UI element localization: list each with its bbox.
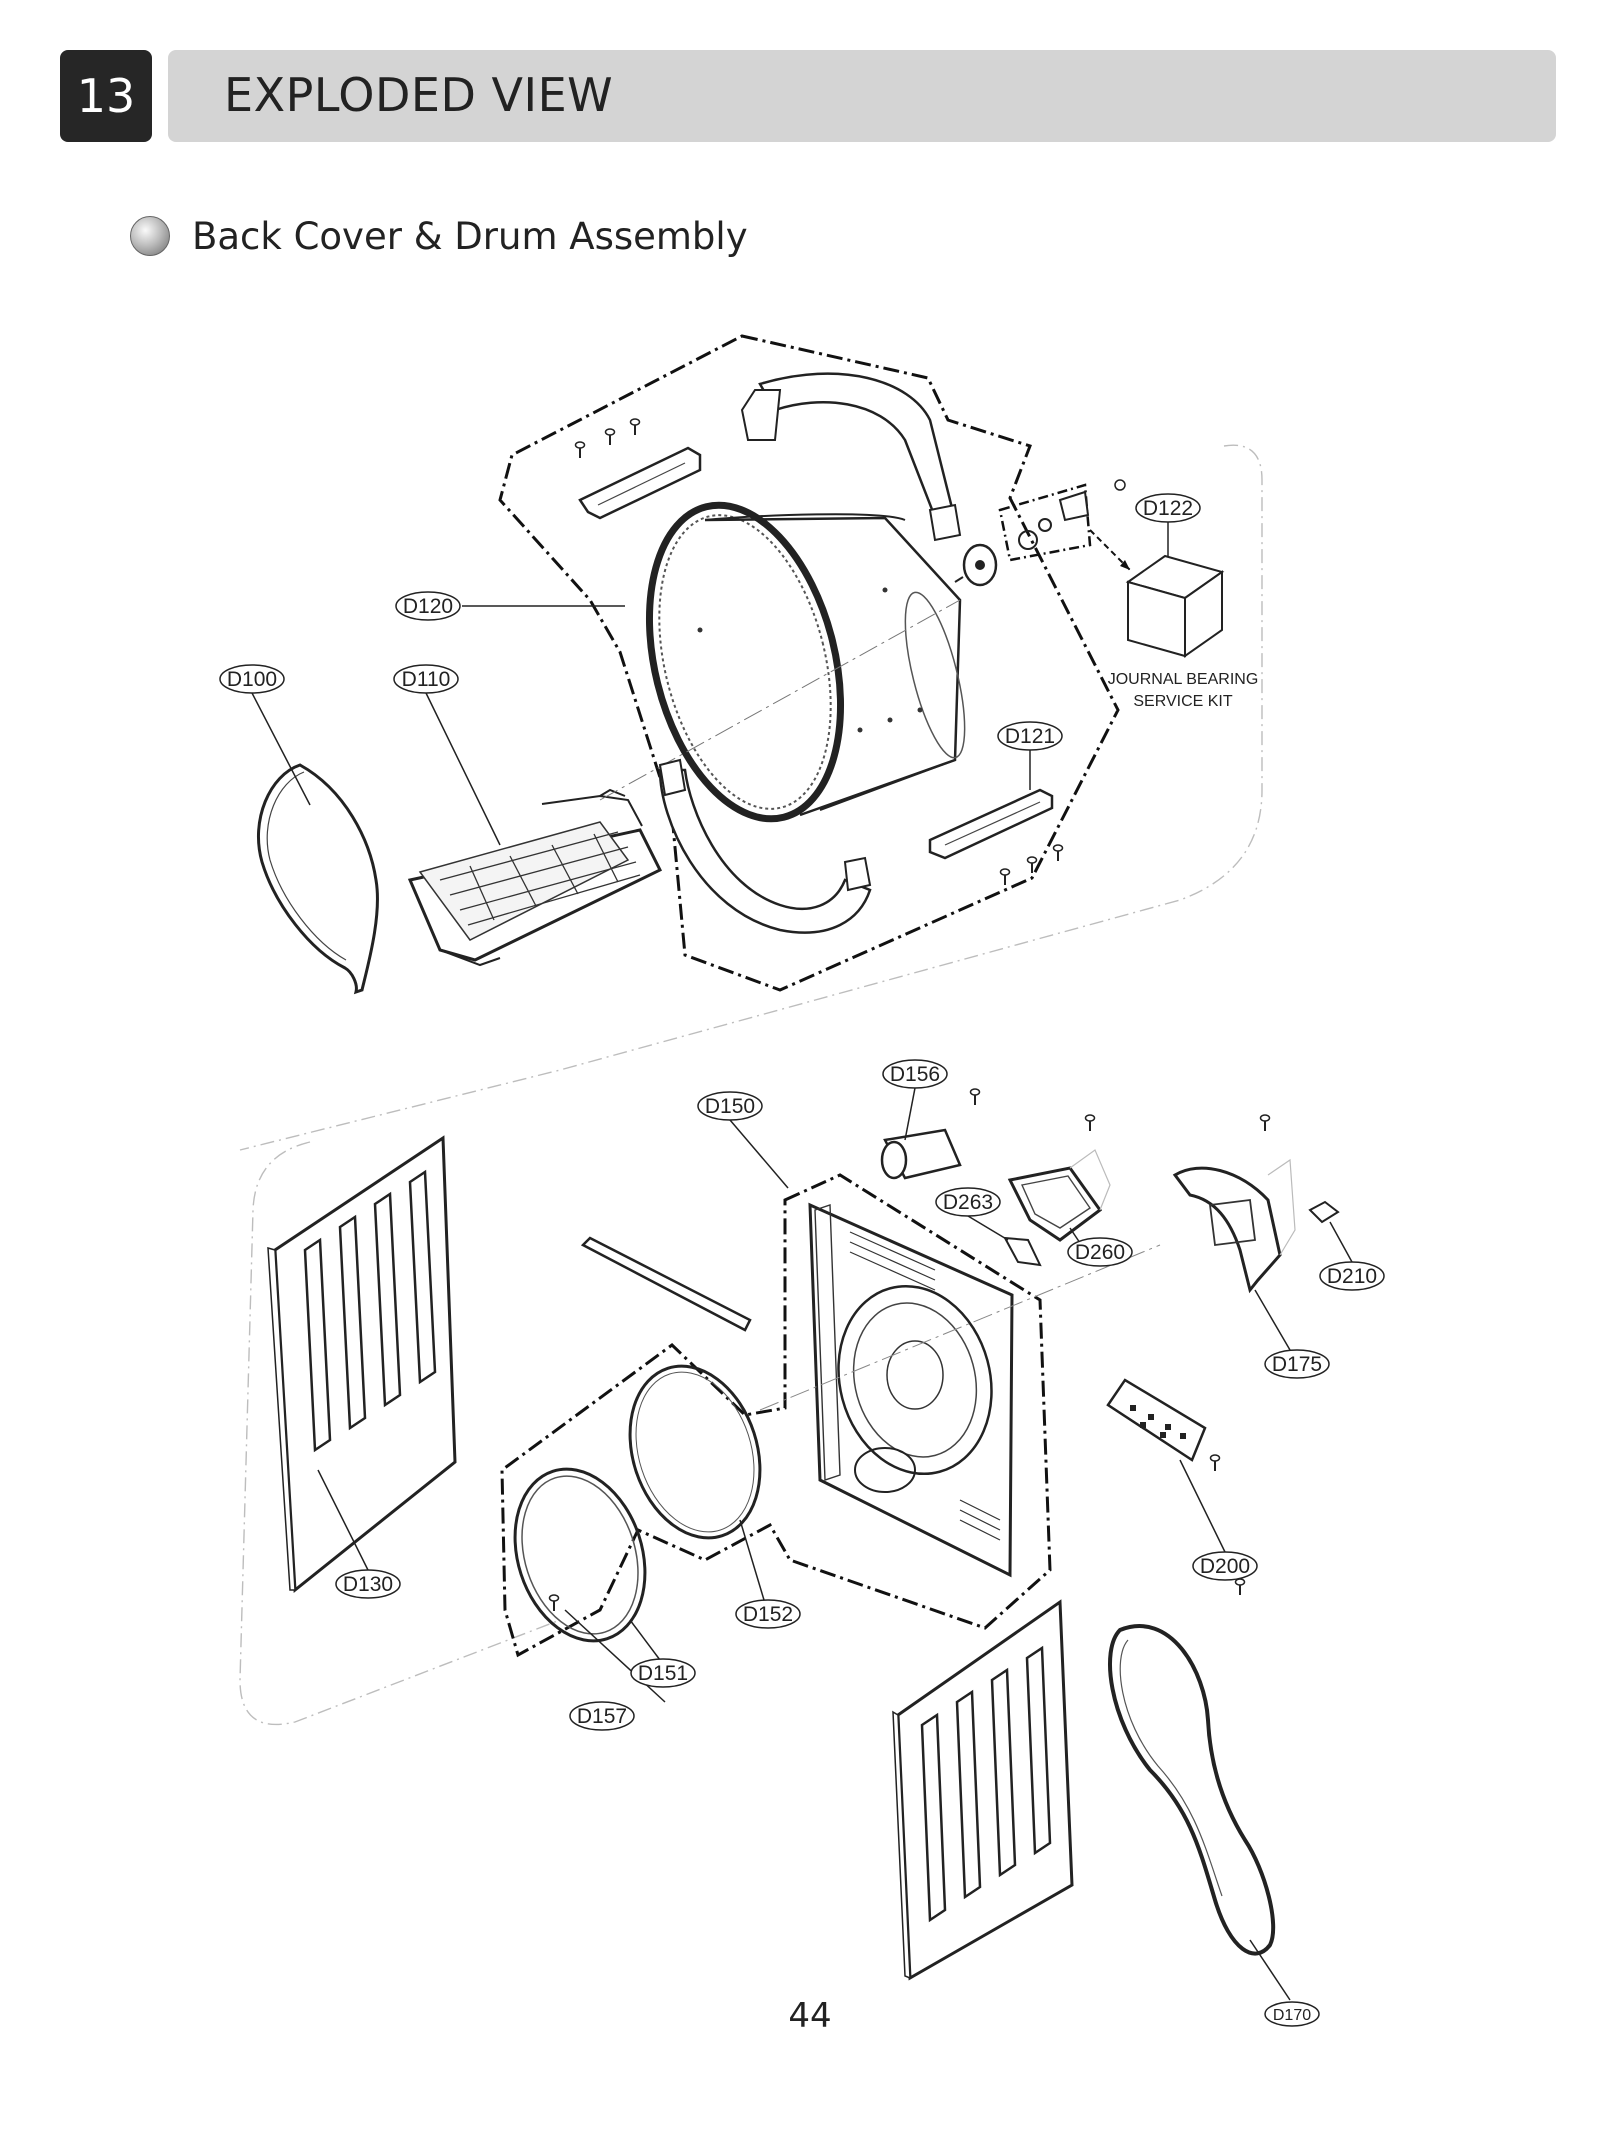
- right-rear-panel-part: [892, 1599, 1074, 1981]
- callout-d151: D151: [630, 1658, 696, 1688]
- subassembly-outline-bottom: [239, 1141, 561, 1726]
- page-number: 44: [788, 1996, 832, 2036]
- callout-d150: D150: [697, 1091, 763, 1121]
- callout-d130: D130: [335, 1569, 401, 1599]
- section-number: 13: [60, 50, 152, 142]
- small-plate-part: [1003, 1236, 1042, 1267]
- svg-text:D157: D157: [577, 1705, 627, 1728]
- callout-d100: D100: [219, 664, 285, 694]
- subtitle-row: Back Cover & Drum Assembly: [130, 212, 748, 260]
- callout-d210: D210: [1319, 1261, 1385, 1291]
- svg-text:D210: D210: [1327, 1265, 1377, 1288]
- lint-filter-part: [407, 788, 663, 967]
- subassembly-outline-top: [239, 444, 1263, 1151]
- upper-baffle-part: [578, 446, 702, 520]
- callout-d152: D152: [735, 1599, 801, 1629]
- callout-d263: D263: [935, 1187, 1001, 1217]
- svg-text:D260: D260: [1075, 1241, 1125, 1264]
- rail-strip-part: [580, 1236, 752, 1332]
- upper-drum-strip: [758, 372, 957, 532]
- callout-d122: D122: [1135, 493, 1201, 523]
- callout-d157: D157: [569, 1701, 635, 1731]
- callout-d110: D110: [393, 664, 459, 694]
- service-kit-icon: [1125, 554, 1225, 658]
- thermostat-part: [1308, 1200, 1340, 1224]
- svg-text:D110: D110: [402, 668, 451, 691]
- kit-label-line1: JOURNAL BEARING: [1108, 671, 1259, 688]
- motor-mount-part: [880, 1088, 981, 1180]
- svg-text:D150: D150: [705, 1095, 755, 1118]
- svg-text:D170: D170: [1273, 2007, 1311, 2024]
- callout-d200: D200: [1192, 1551, 1258, 1581]
- callout-d121: D121: [997, 721, 1063, 751]
- svg-text:D156: D156: [890, 1063, 940, 1086]
- door-gasket-part: [257, 763, 379, 995]
- drum-assembly-group: JOURNAL BEARING SERVICE KIT D100 D110 D1…: [219, 334, 1263, 1151]
- page-title: EXPLODED VIEW: [224, 68, 614, 122]
- callout-d170: D170: [1264, 2001, 1320, 2027]
- belt-gasket-part: [1108, 1624, 1276, 1956]
- svg-text:D100: D100: [227, 668, 277, 691]
- ring-seal-part: [628, 1364, 762, 1540]
- title-bar: EXPLODED VIEW: [168, 50, 1556, 142]
- svg-text:D151: D151: [638, 1662, 688, 1685]
- drum-kit-boundary: [498, 334, 1120, 992]
- bearing-ring-part: [513, 1467, 647, 1643]
- callout-d175: D175: [1264, 1349, 1330, 1379]
- duct-housing-part: [1172, 1114, 1296, 1294]
- svg-text:D200: D200: [1200, 1555, 1250, 1578]
- callout-d120: D120: [395, 591, 461, 621]
- svg-text:D121: D121: [1005, 725, 1055, 748]
- svg-text:D122: D122: [1143, 497, 1193, 520]
- callout-d260: D260: [1067, 1237, 1133, 1267]
- control-board-part: [1106, 1378, 1221, 1472]
- svg-text:D263: D263: [943, 1191, 993, 1214]
- back-panel-part: [759, 1202, 1161, 1578]
- kit-label-line2: SERVICE KIT: [1133, 693, 1233, 710]
- back-cover-assembly-group: D150 D156 D263 D260 D210 D175 D130 D152: [239, 1059, 1385, 2027]
- duct-cover-part: [1007, 1114, 1111, 1242]
- journal-bearing-box: [998, 483, 1092, 562]
- svg-text:D175: D175: [1272, 1353, 1322, 1376]
- callout-d156: D156: [882, 1059, 948, 1089]
- left-side-panel-part: [267, 1135, 457, 1593]
- bullet-icon: [130, 216, 170, 256]
- svg-text:D120: D120: [403, 595, 453, 618]
- section-subtitle: Back Cover & Drum Assembly: [192, 214, 748, 258]
- svg-text:D152: D152: [743, 1603, 793, 1626]
- svg-text:D130: D130: [343, 1573, 393, 1596]
